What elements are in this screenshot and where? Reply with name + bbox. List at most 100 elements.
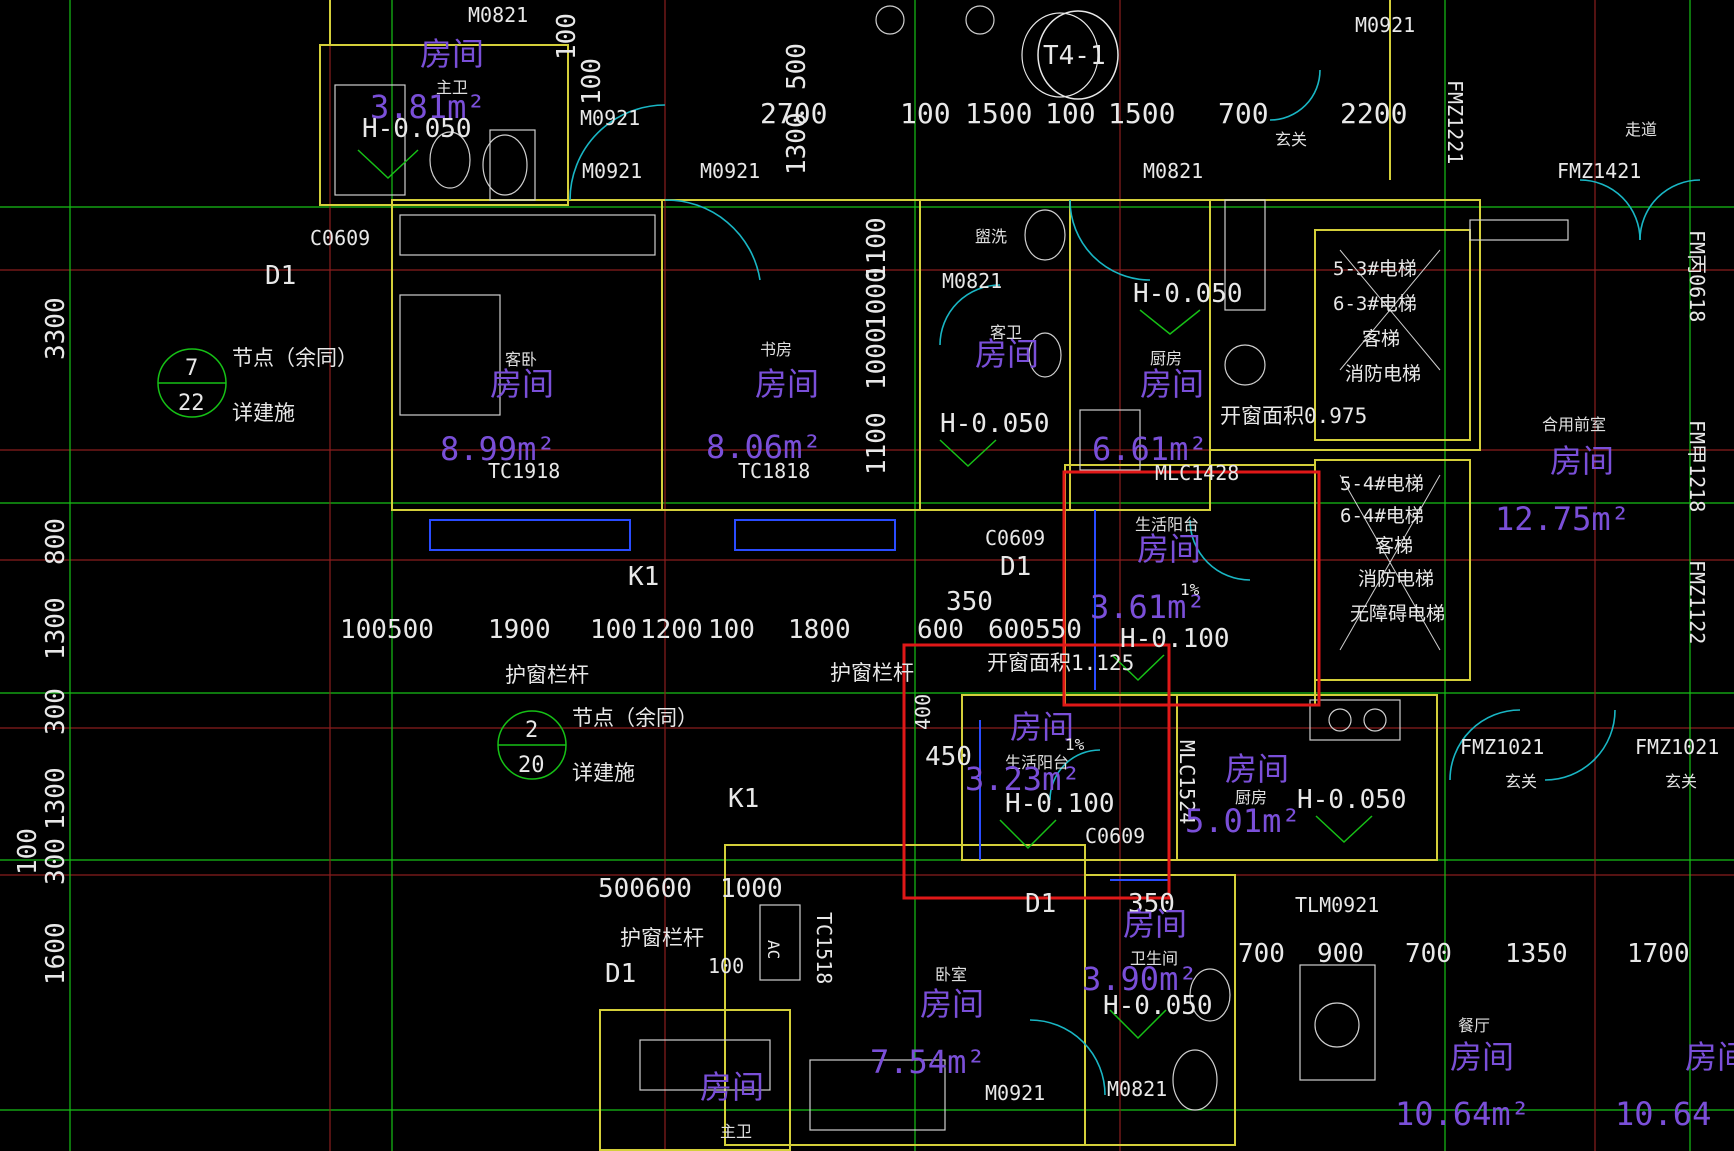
dim-low-5: 700 <box>1405 939 1452 969</box>
dim-low-4: 900 <box>1317 939 1364 969</box>
dim-low-13: 1000 <box>862 267 892 330</box>
area-7: 3.90m² <box>1082 960 1198 998</box>
area-10: 12.75m² <box>1495 500 1630 538</box>
elev-upper-0: 5-3#电梯 <box>1333 258 1417 280</box>
dim-low-15: 1300 <box>782 112 812 175</box>
dim-left-7: 1600 <box>41 922 71 985</box>
annotation-5: 护窗栏杆 <box>830 661 914 685</box>
door-label-4: M0921 <box>1355 13 1415 37</box>
walls <box>319 0 1481 1151</box>
dim-mid-1: 1900 <box>488 615 551 645</box>
room-name-17: 玄关 <box>1665 772 1697 791</box>
dim-mid-3: 1200 <box>640 615 703 645</box>
area-1: 8.99m² <box>440 430 556 468</box>
tag-0: D1 <box>265 261 296 291</box>
elev-6: H-0.100 <box>1005 789 1115 819</box>
door-label-9: FMZ1221 <box>1443 80 1467 164</box>
dim-low-16: 500 <box>782 43 812 90</box>
dim-low-9: 400 <box>911 694 935 730</box>
slope-0: 1% <box>1180 580 1200 599</box>
door-label-8: M0921 <box>985 1081 1045 1105</box>
dim-low-0: 500600 <box>598 874 692 904</box>
dim-low-18: 100 <box>552 13 582 60</box>
annotation-1: 详建施 <box>232 401 295 425</box>
area-8: 7.54m² <box>870 1043 986 1081</box>
dim-top-3: 100 <box>1045 97 1096 130</box>
elev-upper-2: 客梯 <box>1362 328 1400 350</box>
dim-top-4: 1500 <box>1108 97 1175 130</box>
room-tag-8: 房间 <box>1123 905 1187 943</box>
callout-numbers: 7 22 2 20 <box>178 356 545 778</box>
elev-2: H-0.050 <box>940 409 1050 439</box>
dim-top-5: 700 <box>1218 97 1269 130</box>
dim-low-2: 350 <box>1128 889 1175 919</box>
elev-5: H-0.100 <box>1120 624 1230 654</box>
elev-lower-2: 客梯 <box>1375 535 1413 557</box>
dim-left-0: 3300 <box>41 297 71 360</box>
door-label-7: M0821 <box>1107 1077 1167 1101</box>
door-label-3: M0921 <box>700 159 760 183</box>
room-name-7: 生活阳台 <box>1005 753 1069 772</box>
dim-low-6: 1350 <box>1505 939 1568 969</box>
door-label-0: M0821 <box>468 3 528 27</box>
dim-top-0: 2700 <box>760 97 827 130</box>
tag-2: D1 <box>1025 889 1056 919</box>
elev-4: H-0.050 <box>1103 991 1213 1021</box>
door-label-1: M0921 <box>580 106 640 130</box>
dim-top-2: 1500 <box>965 97 1032 130</box>
door-label-2: M0921 <box>582 159 642 183</box>
dim-low-1: 1000 <box>720 874 783 904</box>
elev-3: H-0.050 <box>1297 785 1407 815</box>
dim-low-17: 100 <box>577 58 607 105</box>
window-label-5: TC1518 <box>812 912 836 984</box>
window-label-0: C0609 <box>310 226 370 250</box>
room-tag-3: 房间 <box>975 335 1039 373</box>
dim-left-6: 100 <box>13 828 43 875</box>
elev-lower-1: 6-4#电梯 <box>1340 505 1424 527</box>
top-dimensions: 2700 100 1500 100 1500 700 2200 <box>760 97 1407 130</box>
elev-0: H-0.050 <box>362 114 472 144</box>
room-name-6: 生活阳台 <box>1135 515 1199 534</box>
door-label-11: FMZ1021 <box>1460 735 1544 759</box>
area-3: 6.61m² <box>1092 430 1208 468</box>
room-tag-9: 房间 <box>920 985 984 1023</box>
window-label-4: TC1818 <box>738 459 810 483</box>
window-label-3: TC1918 <box>488 459 560 483</box>
tower-tag-text: T4-1 <box>1043 41 1106 71</box>
tower-tag: T4-1 <box>1037 10 1119 100</box>
dim-low-12: 1000 <box>862 327 892 390</box>
callout-0-top: 7 <box>185 356 198 381</box>
annotations: 节点（余同） 详建施 节点（余同） 详建施 护窗栏杆 护窗栏杆 护窗栏杆 <box>232 346 914 950</box>
elevator-block-lower: 5-4#电梯 6-4#电梯 客梯 消防电梯 无障碍电梯 <box>1340 473 1445 625</box>
slope-1: 1% <box>1065 735 1085 754</box>
tags: D1 D1 D1 D1 K1 K1 AC <box>265 261 1056 989</box>
annotation-4: 护窗栏杆 <box>505 663 589 687</box>
dim-low-11: 1100 <box>862 412 892 475</box>
lower-dimensions: 500600 1000 350 700 900 700 1350 1700 45… <box>552 13 1690 978</box>
room-name-16: 玄关 <box>1505 772 1537 791</box>
room-name-8: 厨房 <box>1235 788 1267 807</box>
dim-mid-4: 100 <box>708 615 755 645</box>
room-tag-1: 房间 <box>490 365 554 403</box>
room-tag-2: 房间 <box>755 365 819 403</box>
door-label-10: FMZ1421 <box>1557 159 1641 183</box>
door-label-16: TLM0921 <box>1295 893 1379 917</box>
dim-low-3: 700 <box>1238 939 1285 969</box>
window-labels: C0609 C0609 C0609 TC1918 TC1818 TC1518 <box>310 226 1145 984</box>
area-6: 5.01m² <box>1185 802 1301 840</box>
callout-1-bottom: 20 <box>518 753 545 778</box>
room-name-12: 餐厅 <box>1458 1016 1490 1035</box>
door-label-6: M0821 <box>942 269 1002 293</box>
left-dimensions: 3300 800 1300 300 1300 300 100 1600 <box>13 297 71 985</box>
room-name-3: 盥洗 <box>975 227 1007 246</box>
highlight-boxes <box>902 470 1321 900</box>
room-tags: 房间 房间 房间 房间 房间 房间 房间 房间 房间 房间 房间 房间 房间 房… <box>420 35 1734 1106</box>
door-swings <box>569 69 1701 1096</box>
area-0: 3.81m² <box>370 88 486 126</box>
door-label-14: FM甲1218 <box>1685 420 1709 512</box>
annotation-6: 护窗栏杆 <box>620 926 704 950</box>
room-tag-4: 房间 <box>1140 365 1204 403</box>
windows <box>429 510 1170 881</box>
